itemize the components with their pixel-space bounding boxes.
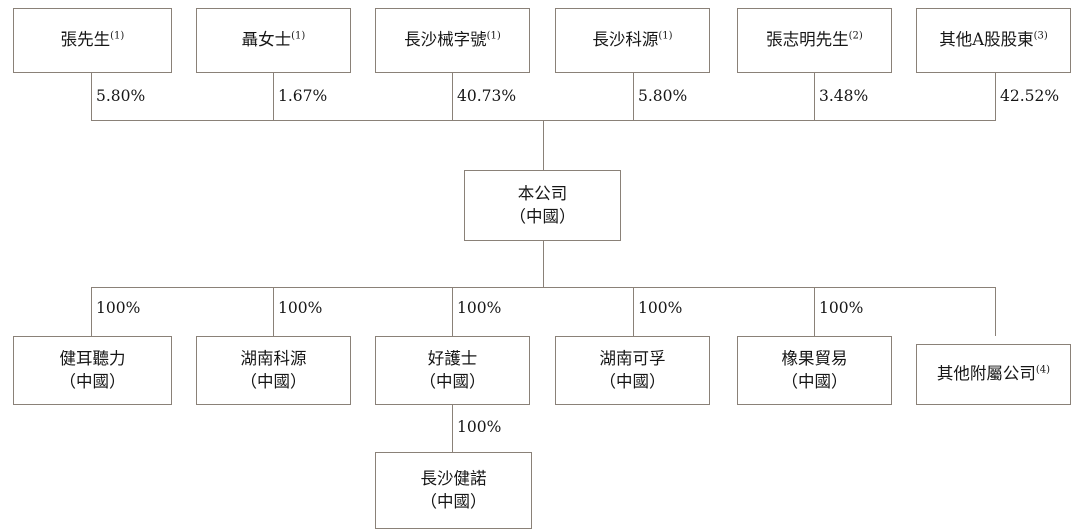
connector-shareholder-2 (452, 73, 453, 121)
shareholder-box-1: 聶女士(1) (196, 8, 351, 73)
footnote-marker-3: (1) (658, 30, 673, 42)
shareholder-box-0: 張先生(1) (13, 8, 172, 73)
shareholder-name-4: 張志明先生(2) (766, 30, 863, 50)
subsidiary-box-3: 湖南可孚 （中國） (555, 336, 710, 405)
shareholder-name-2: 長沙械字號(1) (404, 30, 501, 50)
ownership-percent-3: 5.80% (638, 87, 688, 105)
connector-shareholder-3 (633, 73, 634, 121)
subsidiary-footnote-5: (4) (1035, 364, 1051, 376)
shareholder-name-5: 其他A股股東(3) (939, 30, 1048, 50)
subsubsidiary-name: 長沙健諾 (420, 468, 487, 488)
subsidiary-jurisdiction-3: （中國） (599, 371, 666, 391)
connector-bus-to-company (543, 120, 544, 170)
subsidiary-bus-line (91, 287, 996, 288)
connector-subsubsidiary (452, 405, 453, 452)
company-box: 本公司 （中國） (464, 170, 621, 241)
subsidiary-percent-4: 100% (819, 299, 864, 317)
footnote-marker-4: (2) (848, 30, 863, 42)
ownership-percent-2: 40.73% (457, 87, 517, 105)
subsidiary-name-2: 好護士 (427, 348, 478, 368)
subsubsidiary-box: 長沙健諾 （中國） (375, 452, 532, 529)
subsidiary-percent-1: 100% (278, 299, 323, 317)
subsidiary-box-2: 好護士 （中國） (375, 336, 530, 405)
connector-subsidiary-1 (273, 287, 274, 336)
subsidiary-percent-0: 100% (96, 299, 141, 317)
subsidiary-name-0: 健耳聽力 (59, 348, 126, 368)
subsidiary-box-5: 其他附屬公司(4) (916, 344, 1071, 405)
subsidiary-box-4: 橡果貿易 （中國） (737, 336, 892, 405)
shareholder-name-0: 張先生(1) (60, 30, 125, 50)
subsidiary-jurisdiction-4: （中國） (781, 371, 848, 391)
footnote-marker-2: (1) (486, 30, 501, 42)
company-jurisdiction: （中國） (509, 206, 576, 226)
connector-shareholder-1 (273, 73, 274, 121)
subsidiary-box-1: 湖南科源 （中國） (196, 336, 351, 405)
connector-shareholder-4 (814, 73, 815, 121)
company-name: 本公司 (517, 183, 568, 203)
subsidiary-name-5: 其他附屬公司(4) (936, 364, 1051, 384)
connector-subsidiary-4 (814, 287, 815, 336)
shareholder-box-5: 其他A股股東(3) (916, 8, 1071, 73)
connector-shareholder-0 (91, 73, 92, 121)
footnote-marker-1: (1) (291, 30, 306, 42)
shareholder-box-2: 長沙械字號(1) (375, 8, 530, 73)
subsidiary-percent-2: 100% (457, 299, 502, 317)
subsidiary-percent-3: 100% (638, 299, 683, 317)
ownership-percent-1: 1.67% (278, 87, 328, 105)
subsubsidiary-percent: 100% (457, 418, 502, 436)
connector-subsidiary-2 (452, 287, 453, 336)
subsidiary-jurisdiction-2: （中國） (419, 371, 486, 391)
connector-subsidiary-5 (995, 287, 996, 336)
subsubsidiary-jurisdiction: （中國） (420, 491, 487, 511)
ownership-percent-4: 3.48% (819, 87, 869, 105)
subsidiary-name-3: 湖南可孚 (599, 348, 666, 368)
shareholder-box-3: 長沙科源(1) (555, 8, 710, 73)
connector-subsidiary-0 (91, 287, 92, 336)
connector-shareholder-5 (995, 73, 996, 121)
footnote-marker-5: (3) (1033, 30, 1048, 42)
shareholder-name-1: 聶女士(1) (241, 30, 306, 50)
connector-company-to-bus (543, 241, 544, 288)
connector-subsidiary-3 (633, 287, 634, 336)
shareholder-box-4: 張志明先生(2) (737, 8, 892, 73)
subsidiary-box-0: 健耳聽力 （中國） (13, 336, 172, 405)
shareholder-name-3: 長沙科源(1) (592, 30, 673, 50)
subsidiary-jurisdiction-1: （中國） (240, 371, 307, 391)
subsidiary-jurisdiction-0: （中國） (59, 371, 126, 391)
subsidiary-name-1: 湖南科源 (240, 348, 307, 368)
ownership-percent-5: 42.52% (1000, 87, 1060, 105)
subsidiary-name-4: 橡果貿易 (781, 348, 848, 368)
ownership-percent-0: 5.80% (96, 87, 146, 105)
footnote-marker-0: (1) (110, 30, 125, 42)
